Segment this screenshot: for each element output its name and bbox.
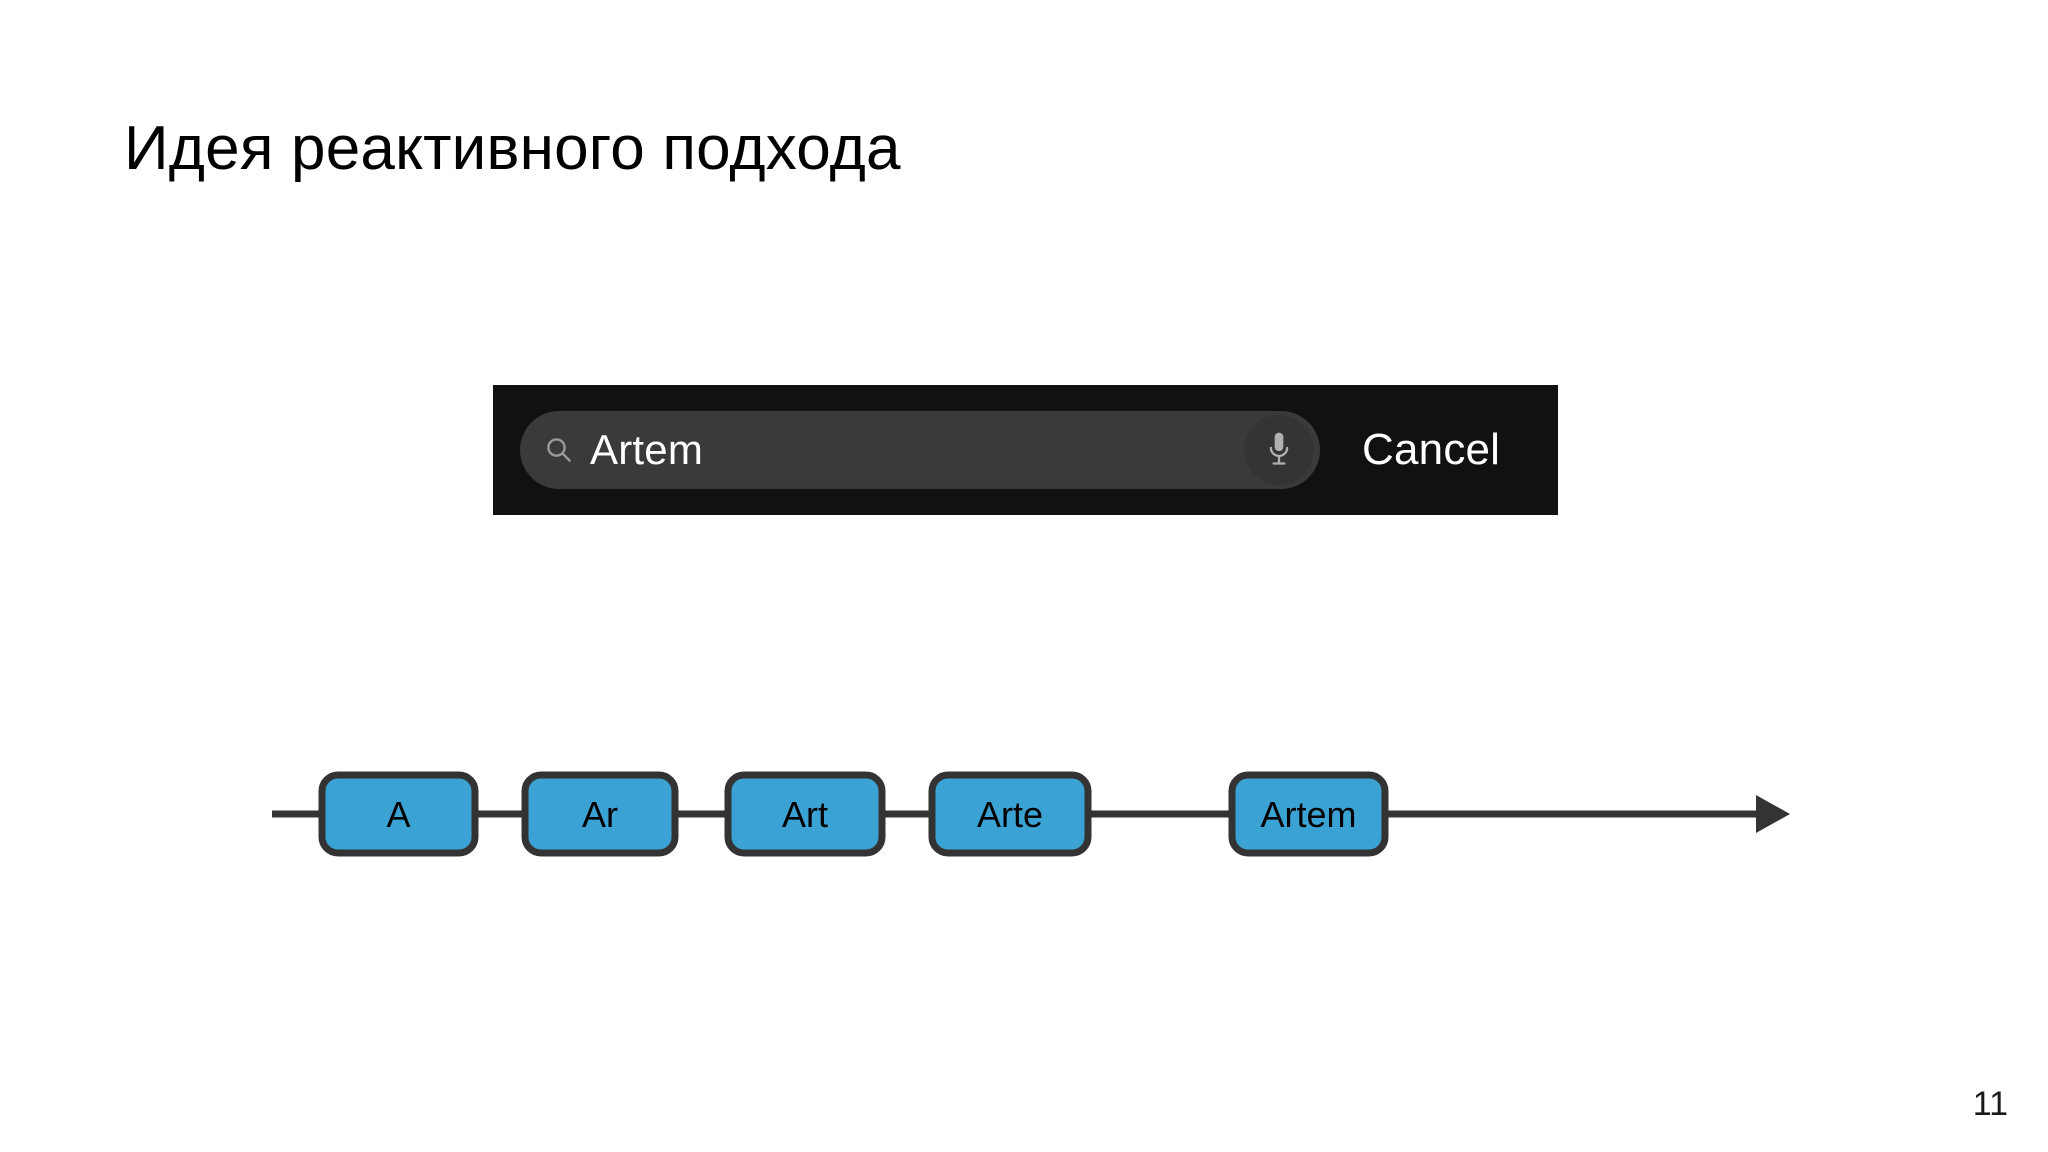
page-title: Идея реактивного подхода <box>124 114 901 183</box>
microphone-button[interactable] <box>1244 415 1314 485</box>
microphone-icon <box>1269 432 1289 465</box>
timeline-node-label: Art <box>782 794 828 835</box>
timeline-node-box <box>928 771 1092 857</box>
timeline-node: Ar <box>521 771 679 857</box>
timeline-node-box <box>724 771 886 857</box>
timeline-node: Artem <box>1228 771 1389 857</box>
search-input-value[interactable]: Artem <box>590 426 704 473</box>
timeline-node: A <box>318 771 479 857</box>
timeline-node-label: Ar <box>582 794 618 835</box>
timeline-nodes: A Ar Art Arte Artem <box>318 771 1389 857</box>
timeline-node-label: Arte <box>977 794 1043 835</box>
search-bar-mockup: Artem Cancel <box>493 385 1558 515</box>
cancel-button[interactable]: Cancel <box>1362 425 1501 474</box>
timeline-node-box <box>1228 771 1389 857</box>
timeline-node: Arte <box>928 771 1092 857</box>
search-icon <box>547 438 571 462</box>
timeline-node-label: A <box>386 794 410 835</box>
timeline-node-box <box>521 771 679 857</box>
timeline-node: Art <box>724 771 886 857</box>
timeline-node-box <box>318 771 479 857</box>
search-input-field[interactable]: Artem <box>520 411 1320 489</box>
page-number: 11 <box>1972 1085 2008 1123</box>
timeline-arrowhead-icon <box>1756 795 1790 833</box>
timeline-node-label: Artem <box>1260 794 1356 835</box>
timeline-axis <box>272 795 1790 833</box>
